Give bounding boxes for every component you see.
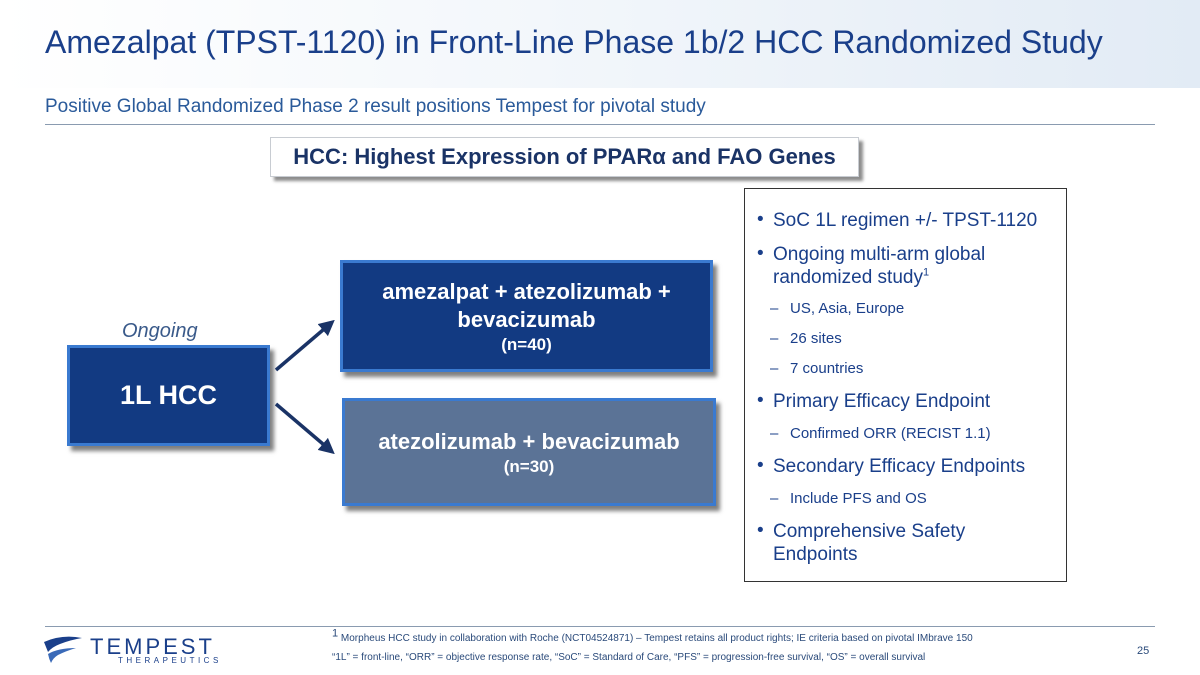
arm1-name-line2: bevacizumab [457,306,596,332]
slide-title: Amezalpat (TPST-1120) in Front-Line Phas… [45,24,1103,60]
dash-marker: – [770,490,779,507]
sub-bullet-text: Include PFS and OS [790,490,927,507]
dash-marker: – [770,300,779,317]
panel-bullet: • Ongoing multi-arm global randomized st… [757,243,986,289]
bullet-text: Comprehensive Safety [773,521,966,542]
sub-bullet-text: Confirmed ORR (RECIST 1.1) [790,425,991,442]
arm-box-atezo-bev: atezolizumab + bevacizumab (n=30) [342,398,716,506]
sub-bullet-text: US, Asia, Europe [790,300,905,317]
footnote-ref: 1 [922,266,930,279]
sub-bullet-text: 7 countries [790,360,864,377]
source-box-1l-hcc: 1L HCC [67,345,270,446]
bullet-dot: • [757,209,764,230]
footnote-2: “1L” = front-line, “ORR” = objective res… [332,652,926,663]
arrow-to-arm2 [274,402,335,455]
hcc-banner: HCC: Highest Expression of PPARα and FAO… [270,137,859,177]
bullet-dot: • [757,520,764,541]
arrow-to-arm1 [274,319,335,372]
dash-marker: – [770,360,779,377]
study-details-panel: • SoC 1L regimen +/- TPST-1120 • Ongoing… [744,188,1067,582]
bullet-text: SoC 1L regimen +/- TPST-1120 [773,210,1038,231]
footnote-marker: 1 [332,627,339,640]
tempest-wing-icon [44,636,82,663]
footnote-1: 1 Morpheus HCC study in collaboration wi… [332,628,973,644]
bullet-text: Primary Efficacy Endpoint [773,391,991,412]
arm2-name: atezolizumab + bevacizumab [378,428,680,454]
ongoing-label: Ongoing [122,320,198,342]
panel-sub-bullet: – US, Asia, Europe [770,300,905,318]
panel-bullet: • SoC 1L regimen +/- TPST-1120 [757,209,1038,232]
panel-sub-bullet: – Confirmed ORR (RECIST 1.1) [770,425,991,443]
footer-divider [45,626,1155,627]
arm1-name-line1: amezalpat + atezolizumab + [382,278,671,304]
arm-box-amezalpat-combo: amezalpat + atezolizumab + bevacizumab (… [340,260,713,372]
bullet-text-cont: Endpoints [773,544,858,565]
arm2-n: (n=30) [503,456,555,476]
dash-marker: – [770,425,779,442]
bullet-text-cont: randomized study [773,267,923,288]
bullet-dot: • [757,455,764,476]
header-divider [45,124,1155,125]
logo-tagline: THERAPEUTICS [118,656,222,665]
arm1-n: (n=40) [501,334,552,354]
bullet-text: Secondary Efficacy Endpoints [773,456,1026,477]
tempest-logo: TEMPEST THERAPEUTICS [42,632,222,666]
footnote-1-text: Morpheus HCC study in collaboration with… [340,633,973,644]
panel-sub-bullet: – 26 sites [770,330,842,348]
logo-wordmark: TEMPEST [90,634,215,659]
source-box-label: 1L HCC [119,380,218,410]
header-band [0,0,1200,88]
page-number: 25 [1137,645,1150,657]
panel-sub-bullet: – Include PFS and OS [770,490,927,508]
panel-bullet: • Secondary Efficacy Endpoints [757,455,1026,478]
panel-bullet: • Primary Efficacy Endpoint [757,390,991,413]
bullet-dot: • [757,390,764,411]
slide-subtitle: Positive Global Randomized Phase 2 resul… [45,96,706,117]
bullet-dot: • [757,243,764,264]
dash-marker: – [770,330,779,347]
sub-bullet-text: 26 sites [790,330,842,347]
panel-bullet: • Comprehensive Safety Endpoints [757,520,966,566]
panel-sub-bullet: – 7 countries [770,360,864,378]
bullet-text: Ongoing multi-arm global [773,244,986,265]
